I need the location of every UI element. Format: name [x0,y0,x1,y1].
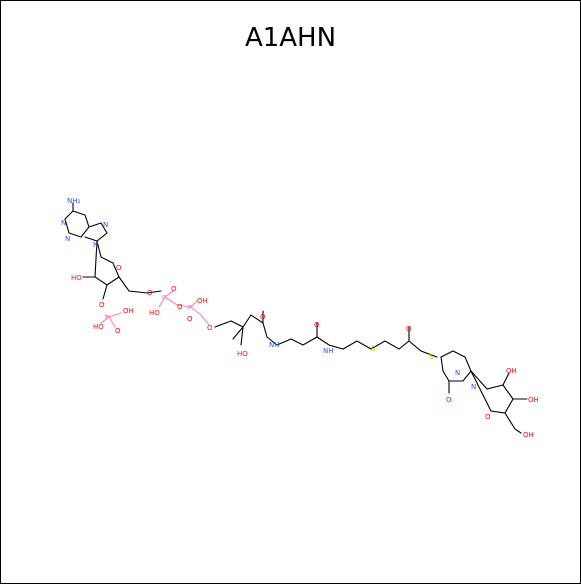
label-nh: NH [269,341,280,349]
label-n: N [471,383,476,391]
label-o: O [115,327,121,335]
label-o: O [314,321,320,329]
pyrophosphate-group [146,290,210,326]
cytidine-fragment [440,350,528,434]
molecule-title: A1AHN [244,23,337,53]
label-o: O [99,301,105,309]
label-oh: OH [528,396,539,404]
atom-labels: NH₂ N N N N O HO O P OH HO O O P O HO O … [61,197,539,439]
label-n: N [103,221,108,229]
label-o: O [446,396,452,404]
pantetheine-chain [214,310,438,358]
adenosine-fragment [64,202,148,300]
phosphate-group-3prime [100,312,122,328]
label-p: P [188,304,192,312]
label-o: O [177,303,183,311]
label-ho: HO [71,274,82,282]
label-p: P [105,314,109,322]
label-o: O [116,264,122,272]
label-ho: HO [149,309,160,317]
label-o: O [171,285,177,293]
label-nh: NH [323,347,334,355]
label-ho: HO [237,350,248,358]
label-oh: OH [123,307,134,315]
label-s: S [371,345,376,353]
label-oh: OH [523,431,534,439]
label-n: N [455,369,460,377]
label-oh: OH [506,367,517,375]
label-ho: HO [93,323,104,331]
label-o: O [187,315,193,323]
label-oh: OH [197,297,208,305]
label-o: O [207,324,213,332]
label-n: N [65,235,70,243]
label-amine: NH₂ [67,197,81,205]
label-o: O [260,313,266,321]
label-p: P [162,294,166,302]
label-o: O [406,325,412,333]
label-n: N [93,241,98,249]
label-s: S [429,353,434,361]
label-o: O [147,289,153,297]
label-o: O [485,413,491,421]
label-n: N [61,219,66,227]
